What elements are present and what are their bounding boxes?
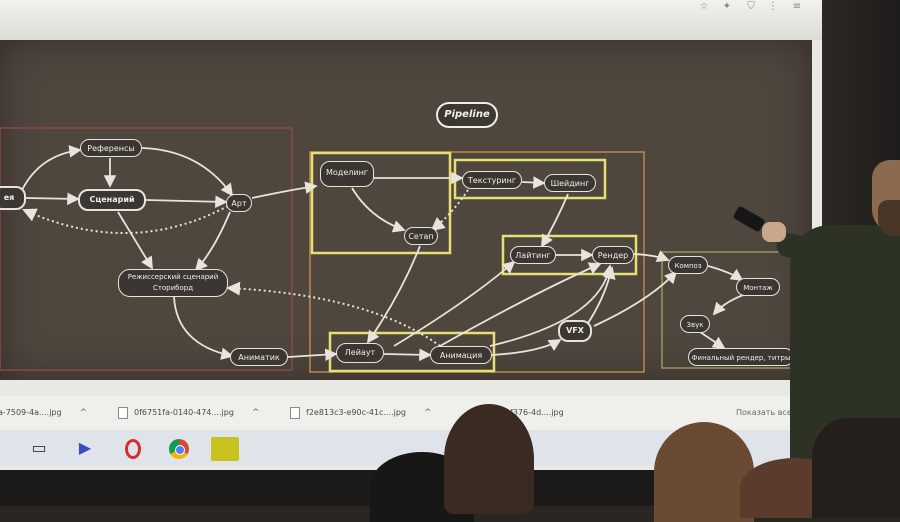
- download-item[interactable]: f2e813c3-e90c-41c....jpg ^: [290, 404, 432, 422]
- node-art: Арт: [226, 194, 252, 212]
- windows-media-icon[interactable]: ▭: [31, 438, 47, 457]
- node-directors-script-line2: Сториборд: [152, 284, 194, 292]
- projection-screen: ☆ ✦ ⛉ ⋮ ≡: [0, 0, 822, 470]
- node-layout: Лейаут: [336, 343, 384, 363]
- audience-head: [812, 418, 900, 518]
- node-directors-script: Режиссерский сценарий Сториборд: [118, 269, 228, 297]
- download-item-name: a-7509-4a....jpg: [0, 408, 62, 417]
- audience-head: [444, 404, 534, 514]
- more-icon[interactable]: ⋮: [768, 1, 778, 12]
- chevron-up-icon[interactable]: ^: [79, 408, 88, 418]
- file-icon: [290, 406, 300, 419]
- speaker-beard: [878, 200, 900, 236]
- node-sound: Звук: [680, 315, 710, 333]
- download-item[interactable]: a-7509-4a....jpg ^: [0, 404, 87, 422]
- node-texturing: Текстуринг: [462, 171, 522, 189]
- media-player-classic-icon[interactable]: [210, 434, 240, 462]
- node-idea: ея: [0, 186, 26, 210]
- file-icon: [118, 406, 128, 419]
- opera-icon[interactable]: [118, 434, 148, 462]
- slide-title: Pipeline: [436, 102, 498, 128]
- show-all-downloads-link[interactable]: Показать все: [736, 408, 792, 417]
- shield-icon[interactable]: ⛉: [747, 1, 755, 12]
- chrome-icon[interactable]: [164, 434, 194, 462]
- downloads-bar: a-7509-4a....jpg ^ 0f6751fa-0140-474....j…: [0, 396, 812, 431]
- node-animation: Анимация: [430, 346, 492, 364]
- node-references: Референсы: [80, 139, 142, 157]
- node-rig: Сетап: [404, 227, 438, 245]
- pipeline-edges: [21, 145, 753, 362]
- node-final-render: Финальный рендер, титры: [688, 348, 794, 366]
- node-scenario: Сценарий: [78, 189, 146, 211]
- node-animatic: Аниматик: [230, 348, 288, 366]
- star-icon[interactable]: ☆: [699, 1, 709, 12]
- node-modeling: Моделинг: [320, 161, 374, 187]
- node-montage: Монтаж: [736, 278, 780, 296]
- chevron-up-icon[interactable]: ^: [251, 408, 260, 418]
- node-shading: Шейдинг: [544, 174, 596, 192]
- feedback-edges: [22, 189, 469, 347]
- play-icon[interactable]: ▶: [78, 438, 92, 457]
- chevron-up-icon[interactable]: ^: [424, 408, 432, 418]
- download-item-name: f376-4d....jpg: [510, 408, 564, 417]
- download-item-name: f2e813c3-e90c-41c....jpg: [306, 408, 406, 417]
- node-lighting: Лайтинг: [510, 246, 556, 264]
- browser-top-strip: ☆ ✦ ⛉ ⋮ ≡: [0, 0, 822, 40]
- audience-head: [654, 422, 754, 522]
- download-item-name: 0f6751fa-0140-474....jpg: [134, 408, 234, 417]
- download-item[interactable]: f376-4d....jpg: [510, 404, 564, 422]
- menu-icon[interactable]: ≡: [792, 1, 802, 12]
- node-directors-script-line1: Режиссерский сценарий: [127, 273, 219, 281]
- speaker-hand: [762, 222, 786, 242]
- node-vfx: VFX: [558, 320, 592, 342]
- pipeline-diagram: [0, 127, 799, 373]
- preproduction-group-box: [0, 127, 293, 371]
- node-compose: Композ: [668, 256, 708, 274]
- node-render: Рендер: [592, 246, 634, 264]
- pin-icon[interactable]: ✦: [722, 1, 732, 12]
- download-item[interactable]: 0f6751fa-0140-474....jpg ^: [118, 404, 259, 422]
- modeling-rig-highlight: [310, 151, 452, 255]
